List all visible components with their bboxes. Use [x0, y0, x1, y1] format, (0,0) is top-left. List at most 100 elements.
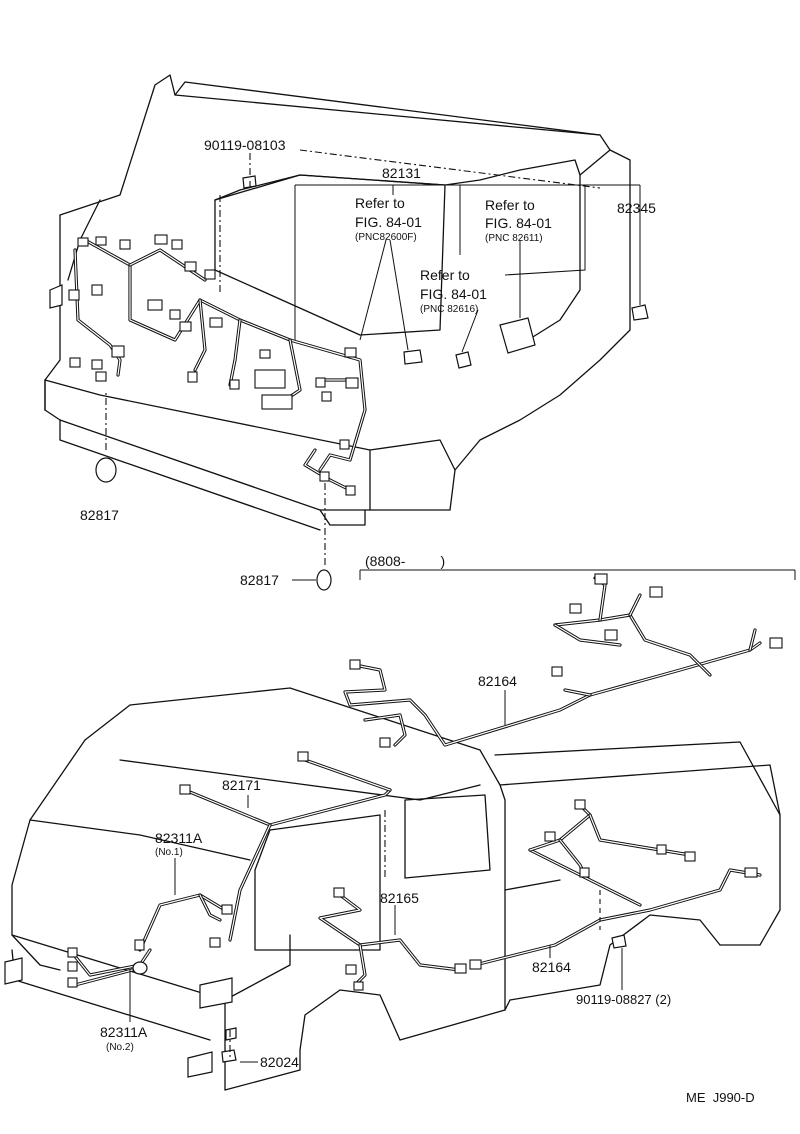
- connector-icon: [345, 377, 359, 389]
- connector-icon: [604, 629, 618, 641]
- connector-icon: [769, 637, 783, 649]
- part-number-82171: 82171: [222, 777, 261, 793]
- pnc-reference: (PNC82600F): [355, 232, 417, 243]
- clip-icon: [631, 304, 649, 321]
- connector-icon: [333, 887, 345, 898]
- connector-icon: [649, 586, 663, 598]
- connector-icon: [154, 234, 168, 245]
- connector-icon: [345, 964, 357, 975]
- connector-icon: [684, 851, 696, 862]
- cab-front-body: [44, 74, 631, 531]
- part-variant-label: (No.1): [155, 847, 183, 858]
- relay-block-icon: [254, 369, 286, 389]
- labels: 90119-08103 82131 82345 Refer to FIG. 84…: [80, 137, 755, 1105]
- connector-icon: [68, 289, 80, 301]
- connector-icon: [261, 394, 293, 410]
- connector-icon: [91, 359, 103, 370]
- roof-harness-connectors: [349, 573, 783, 748]
- lower-leaders: [129, 690, 623, 1063]
- lamp-icon: [187, 1051, 213, 1078]
- headlamp-icon: [199, 977, 233, 1009]
- upper-leaders: [105, 149, 796, 581]
- harness-82311A: [67, 893, 233, 988]
- connector-icon: [349, 659, 361, 670]
- connector-icon: [169, 309, 181, 320]
- part-number-82024: 82024: [260, 1054, 299, 1070]
- connector-icon: [344, 347, 357, 358]
- connector-icon: [209, 937, 221, 948]
- connector-icon: [297, 751, 309, 762]
- connector-icon: [319, 471, 330, 482]
- connector-icon: [455, 351, 472, 369]
- connector-icon: [67, 961, 78, 972]
- connector-icon: [321, 391, 332, 402]
- front-harness-connectors: [68, 234, 359, 496]
- connector-icon: [179, 784, 191, 795]
- connector-icon: [345, 485, 356, 496]
- connector-icon: [119, 239, 131, 250]
- part-number-82345: 82345: [617, 200, 656, 216]
- connector-icon: [171, 239, 183, 250]
- grommet-icon: [316, 569, 332, 591]
- clip-icon: [225, 1027, 237, 1041]
- connector-icon: [403, 349, 423, 365]
- sensor-box-icon: [499, 317, 536, 354]
- part-number-82817: 82817: [240, 572, 279, 588]
- connector-icon: [353, 981, 364, 991]
- part-number-82165: 82165: [380, 890, 419, 906]
- connector-icon: [147, 299, 163, 311]
- roof-harness-82171: [179, 751, 392, 948]
- connector-icon: [339, 439, 350, 450]
- connector-icon: [579, 867, 590, 878]
- connector-icon: [179, 321, 192, 332]
- connector-icon: [69, 357, 81, 368]
- floor-harness-82164: [221, 799, 762, 1063]
- grommet-icon: [132, 961, 148, 975]
- lamp-icon: [4, 957, 23, 985]
- part-number-82311A: 82311A: [100, 1024, 148, 1040]
- figure-reference: FIG. 84-01: [420, 286, 487, 302]
- van-body: [4, 687, 781, 1091]
- refer-to-label: Refer to: [485, 197, 535, 213]
- connector-icon: [594, 573, 608, 585]
- part-number-82164: 82164: [532, 959, 571, 975]
- pnc-reference: (PNC 82616): [420, 304, 478, 315]
- connector-icon: [454, 963, 467, 974]
- grommet-icon: [95, 457, 117, 483]
- connector-icon: [95, 236, 107, 246]
- connector-icon: [469, 959, 482, 970]
- connector-icon: [221, 904, 233, 915]
- figure-reference: FIG. 84-01: [355, 214, 422, 230]
- connector-icon: [379, 737, 391, 748]
- upper-parts: [95, 175, 649, 591]
- figure-reference: FIG. 84-01: [485, 215, 552, 231]
- pnc-reference: (PNC 82611): [485, 233, 543, 244]
- connector-icon: [134, 939, 145, 951]
- connector-icon: [67, 947, 78, 958]
- part-number-90119-08827: 90119-08827 (2): [576, 992, 671, 1007]
- harness-82165: [318, 887, 467, 991]
- connector-icon: [544, 831, 556, 842]
- connector-icon: [184, 261, 197, 272]
- bolt-icon: [611, 934, 627, 949]
- connector-icon: [569, 603, 582, 614]
- connector-icon: [111, 345, 125, 358]
- refer-to-label: Refer to: [355, 195, 405, 211]
- part-number-82131: 82131: [382, 165, 421, 181]
- connector-icon: [315, 377, 326, 388]
- connector-icon: [551, 666, 563, 677]
- connector-icon: [95, 371, 107, 382]
- connector-icon: [229, 379, 240, 390]
- clip-icon: [221, 1049, 237, 1063]
- headlamp-icon: [49, 284, 63, 309]
- part-number-82311A: 82311A: [155, 830, 203, 846]
- part-number-82164: 82164: [478, 673, 517, 689]
- part-number-82817: 82817: [80, 507, 119, 523]
- connector-icon: [91, 284, 103, 296]
- refer-to-label: Refer to: [420, 267, 470, 283]
- connector-icon: [574, 799, 586, 810]
- connector-icon: [209, 317, 223, 328]
- connector-icon: [67, 977, 78, 988]
